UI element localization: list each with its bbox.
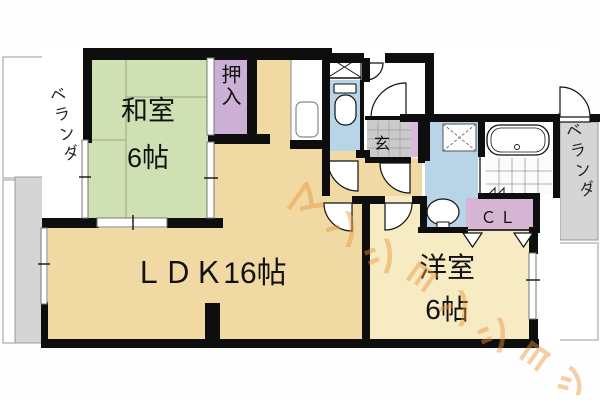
toilet-icon	[333, 83, 357, 126]
fusuma-washitsu-east	[206, 141, 215, 219]
walls	[41, 48, 600, 348]
fusuma-oshiire	[206, 57, 215, 136]
youshitsu-size: 6帖	[425, 294, 469, 325]
youshitsu-name: 洋室	[418, 252, 475, 283]
door-swing-arcs	[323, 61, 591, 232]
bathtub-icon	[486, 124, 550, 156]
shoe-cabinet	[411, 120, 422, 157]
washitsu-room-label: 和室 6帖	[88, 88, 208, 183]
bath-tile-grid	[486, 158, 552, 194]
genkan-label: 玄	[374, 136, 391, 153]
ldk-window	[40, 227, 48, 305]
closet-door-triangles	[461, 232, 535, 249]
windows-and-fusuma	[38, 57, 540, 320]
closet-floor	[466, 198, 533, 229]
kitchen-counter	[290, 55, 324, 142]
door-hall-to-youshitsu	[384, 202, 413, 231]
balcony-door-arc	[559, 86, 591, 118]
tatami-lines	[88, 60, 208, 218]
door-hall-to-ldk	[323, 202, 353, 232]
door-washroom	[379, 162, 411, 194]
washitsu-floor	[88, 58, 208, 219]
washitsu-window	[81, 139, 89, 219]
ldk-room-label: ＬＤＫ16帖	[133, 257, 287, 290]
closet-label: ＣＬ	[480, 210, 519, 227]
oshiire-label: 押入	[218, 64, 240, 108]
door-corridor	[370, 82, 407, 119]
youshitsu-room-label: 洋室 6帖	[382, 247, 512, 331]
oshiire-floor	[214, 58, 248, 135]
washitsu-size: 6帖	[126, 143, 170, 174]
washbasin-icon	[426, 198, 460, 231]
genkan-tile-grid	[367, 121, 411, 157]
kitchen-sink-icon	[295, 101, 319, 138]
washing-machine-pan-icon	[442, 123, 477, 152]
youshitsu-window	[528, 252, 537, 320]
fusuma-washitsu-south	[96, 217, 168, 228]
washitsu-name: 和室	[121, 96, 175, 126]
